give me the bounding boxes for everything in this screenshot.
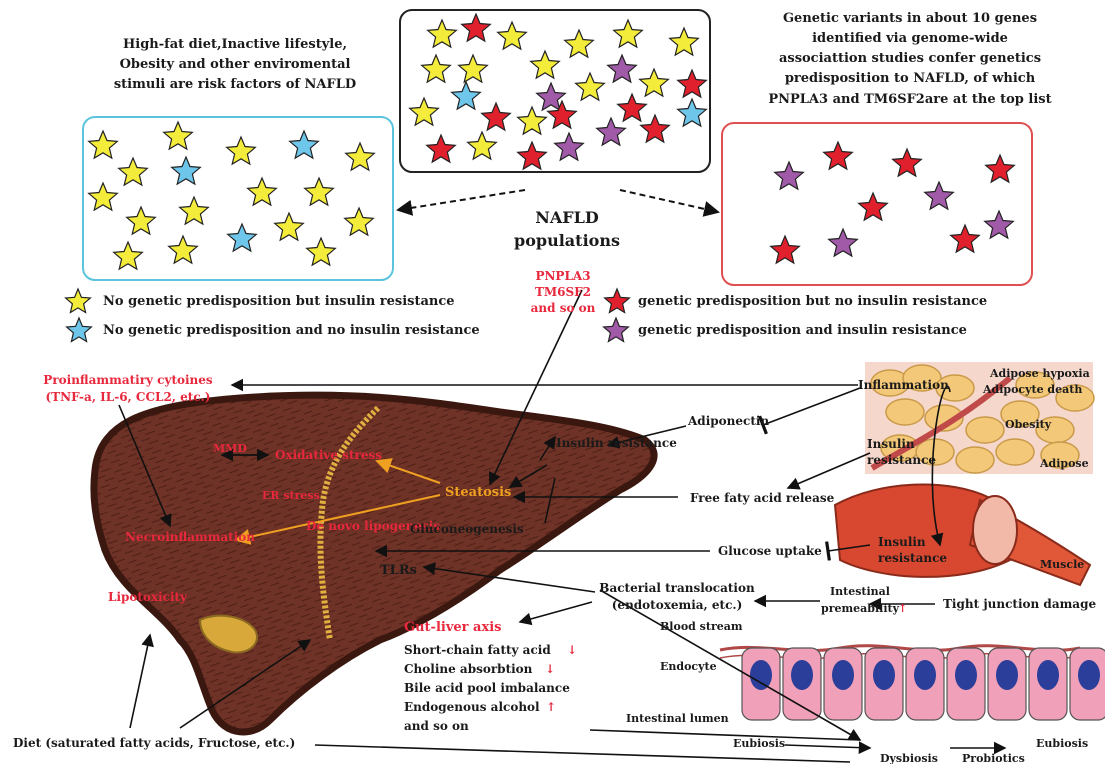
gen-line-4: predisposition to NAFLD, of which xyxy=(785,71,1036,86)
label-obesity: Obesity xyxy=(1005,418,1052,431)
gut-arrow-2: ↓ xyxy=(545,662,555,676)
label-bacterial-2: (endotoxemia, etc.) xyxy=(612,598,743,612)
label-diet: Diet (saturated fatty acids, Fructose, e… xyxy=(13,736,295,750)
label-ir-adipose-2: resistance xyxy=(867,453,936,467)
label-endocyte: Endocyte xyxy=(660,660,717,673)
dashed-arrow-right xyxy=(620,190,718,212)
legend-red: genetic predisposition but no insulin re… xyxy=(638,294,987,309)
label-oxidative: Oxidative stress xyxy=(275,448,382,462)
proinflammatory-1: Proinflammatiry cytoines xyxy=(43,373,213,387)
env-line-2: Obesity and other enviromental xyxy=(120,57,351,72)
label-insulin-res-liver: Insulin resistance xyxy=(556,436,677,450)
label-tlrs: TLRs xyxy=(380,563,417,578)
cell-nucleus xyxy=(996,660,1018,690)
cell-nucleus xyxy=(873,660,895,690)
label-mito: MMD xyxy=(213,442,247,455)
gut-title: Gut-liver axis xyxy=(404,620,501,635)
legend-star-blue xyxy=(67,318,92,342)
gut-item-5: and so on xyxy=(404,719,469,733)
cell-nucleus xyxy=(955,660,977,690)
gut-item-1: Short-chain fatty acid xyxy=(404,643,551,657)
label-adipocyte-death: Adipocyte death xyxy=(982,383,1082,396)
gene-tm6sf2: TM6SF2 xyxy=(535,285,591,299)
label-ir-muscle-1: Insulin xyxy=(878,535,926,549)
gut-arrow-4: ↑ xyxy=(546,700,556,714)
label-necro: Necroinflammation xyxy=(125,530,255,544)
label-glucose-uptake: Glucose uptake xyxy=(718,544,822,558)
gen-line-5: PNPLA3 and TM6SF2are at the top list xyxy=(768,92,1051,107)
label-adipose-hypoxia: Adipose hypoxia xyxy=(989,367,1090,380)
adipocyte xyxy=(886,399,924,425)
adipocyte xyxy=(956,447,994,473)
label-steatosis: Steatosis xyxy=(445,485,511,500)
label-adiponectin: Adiponectin xyxy=(687,414,769,428)
gut-item-2: Choline absorbtion xyxy=(404,662,533,676)
cell-nucleus xyxy=(1078,660,1100,690)
cell-nucleus xyxy=(791,660,813,690)
proinflammatory-2: (TNF-a, IL-6, CCL2, etc.) xyxy=(46,390,211,404)
cell-nucleus xyxy=(832,660,854,690)
env-line-3: stimuli are risk factors of NAFLD xyxy=(114,77,356,92)
adipocyte xyxy=(996,439,1034,465)
gene-so-on: and so on xyxy=(531,301,596,315)
env-line-1: High-fat diet,Inactive lifestyle, xyxy=(123,37,347,52)
nafld-label: NAFLD xyxy=(535,208,599,227)
legend-star-purple xyxy=(604,318,629,342)
dashed-arrow-left xyxy=(398,190,525,210)
legend-star-red xyxy=(605,289,630,313)
cell-nucleus xyxy=(1037,660,1059,690)
adipocyte xyxy=(966,417,1004,443)
label-blood-stream: Blood stream xyxy=(660,620,743,633)
cell-nucleus xyxy=(914,660,936,690)
label-intestinal-1: Intestinal xyxy=(830,585,890,598)
label-eubiosis-left: Eubiosis xyxy=(733,737,785,750)
legend-purple: genetic predisposition and insulin resis… xyxy=(638,323,967,338)
label-intestinal-2: premeability xyxy=(821,602,900,615)
legend-yellow: No genetic predisposition but insulin re… xyxy=(103,294,455,309)
label-free-fatty: Free faty acid release xyxy=(690,491,835,505)
label-dysbiosis: Dysbiosis xyxy=(880,752,938,764)
gut-item-3: Bile acid pool imbalance xyxy=(404,681,570,695)
gen-line-3: associattion studies confer genetics xyxy=(779,51,1041,66)
label-inflammation: Inflammation xyxy=(858,378,949,392)
gut-item-4: Endogenous alcohol xyxy=(404,700,540,714)
gen-line-2: identified via genome-wide xyxy=(812,31,1008,46)
label-probiotics: Probiotics xyxy=(962,752,1025,764)
label-bacterial-1: Bacterial translocation xyxy=(599,581,755,595)
populations-label: populations xyxy=(514,231,620,250)
label-gluconeo: Gluconeogenesis xyxy=(410,522,524,536)
label-er: ER stress xyxy=(262,489,320,502)
label-muscle: Muscle xyxy=(1040,558,1084,571)
label-ir-muscle-2: resistance xyxy=(878,551,947,565)
cell-nucleus xyxy=(750,660,772,690)
gen-line-1: Genetic variants in about 10 genes xyxy=(783,11,1037,26)
legend-blue: No genetic predisposition and no insulin… xyxy=(103,323,480,338)
label-ir-adipose-1: Insulin xyxy=(867,437,915,451)
gene-pnpla3: PNPLA3 xyxy=(535,269,590,283)
label-lumen: Intestinal lumen xyxy=(626,712,729,725)
endocyte-cells xyxy=(742,648,1105,720)
gut-arrow-1: ↓ xyxy=(567,643,577,657)
label-lipotoxicity: Lipotoxicity xyxy=(108,590,188,604)
legend-star-yellow xyxy=(66,289,91,313)
label-tight-junction: Tight junction damage xyxy=(943,597,1096,611)
label-eubiosis-right: Eubiosis xyxy=(1036,737,1088,750)
label-adipose: Adipose xyxy=(1039,457,1089,470)
intestinal-up-arrow: ↑ xyxy=(898,602,907,615)
